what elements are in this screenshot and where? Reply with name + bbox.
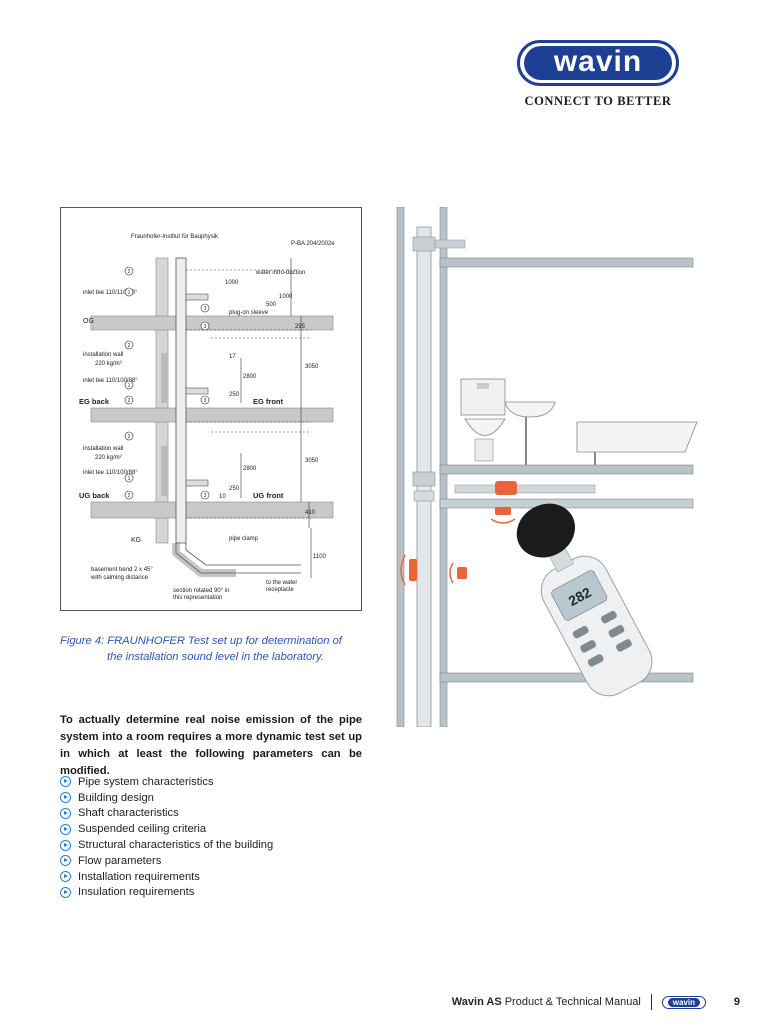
footer-logo: wavin (661, 995, 706, 1009)
caption-line-2: the installation sound level in the labo… (107, 651, 324, 663)
dim-3050b: 3050 (305, 458, 319, 464)
water-intro-label: water intro-duction (255, 270, 305, 276)
dim-2800: 2800 (243, 374, 257, 380)
list-item: Insulation requirements (60, 885, 380, 901)
footer-brand: Wavin AS (451, 996, 502, 1008)
page-footer: Wavin AS Product & Technical Manual wavi… (380, 993, 740, 1011)
caption-line-1: Figure 4: FRAUNHOFER Test set up for det… (60, 635, 342, 647)
plug-on-label: plug-on sleeve (229, 310, 269, 316)
dim-250b: 250 (229, 486, 240, 492)
weight-label-1: 220 kg/m² (95, 361, 122, 367)
parameter-list: Pipe system characteristics Building des… (60, 774, 380, 900)
list-item: Suspended ceiling criteria (60, 821, 380, 837)
dim-3050: 3050 (305, 364, 319, 370)
marker: 3 (204, 324, 207, 330)
ug-back-label: UG back (79, 491, 110, 500)
logo-text: wavin (524, 45, 672, 80)
ug-front-label: UG front (253, 491, 284, 500)
marker: 2 (128, 398, 131, 404)
intro-paragraph: To actually determine real noise emissio… (60, 714, 362, 777)
marker: 1 (128, 290, 131, 296)
arrow-bullet-icon (60, 839, 71, 851)
install-wall-label-2: installation wall (83, 446, 123, 452)
arrow-bullet-icon (60, 823, 71, 835)
arrow-bullet-icon (60, 886, 71, 898)
marker: 2 (128, 269, 131, 275)
og-label: OG (83, 318, 94, 325)
kg-label: KG (131, 537, 141, 544)
marker: 3 (204, 398, 207, 404)
pipe-clamp-label: pipe clamp (229, 536, 259, 542)
dim-1000: 1000 (225, 280, 239, 286)
figure-caption: Figure 4: FRAUNHOFER Test set up for det… (60, 633, 380, 665)
list-item: Installation requirements (60, 869, 380, 885)
footer-divider (650, 994, 652, 1010)
eg-back-label: EG back (79, 397, 110, 406)
list-item: Flow parameters (60, 853, 380, 869)
receptacle-label: receptacle (266, 587, 294, 593)
institute-label: Fraunhofer-Institut für Bauphysik (131, 234, 219, 240)
dim-410: 410 (305, 510, 316, 516)
calming-label: with calming distance (90, 575, 149, 581)
arrow-bullet-icon (60, 792, 71, 804)
inlet-label-2: inlet tee 110/100/88° (83, 378, 138, 384)
inlet-label-1: inlet tee 110/110/88° (83, 290, 138, 296)
sound-test-illustration: 282 (395, 206, 705, 728)
list-item: Building design (60, 790, 380, 806)
dim-17: 17 (229, 354, 236, 360)
to-water-label: to the water (266, 580, 297, 586)
dim-1100: 1100 (313, 554, 327, 560)
marker: 3 (204, 493, 207, 499)
install-wall-label-1: installation wall (83, 352, 123, 358)
dim-295: 295 (295, 324, 306, 330)
footer-title: Product & Technical Manual (504, 996, 641, 1008)
dim-10: 10 (219, 494, 226, 500)
fraunhofer-diagram: Fraunhofer-Institut für Bauphysik P-BA 2… (60, 207, 362, 611)
list-item: Pipe system characteristics (60, 774, 380, 790)
list-item: Shaft characteristics (60, 806, 380, 822)
arrow-bullet-icon (60, 871, 71, 883)
arrow-bullet-icon (60, 855, 71, 867)
eg-front-label: EG front (253, 397, 283, 406)
marker: 1 (128, 476, 131, 482)
marker: 2 (128, 434, 131, 440)
logo-pill: wavin (517, 40, 679, 86)
reference-label: P-BA 204/2002e (291, 241, 335, 247)
arrow-bullet-icon (60, 776, 71, 788)
marker: 1 (128, 383, 131, 389)
wavin-logo: wavin CONNECT TO BETTER (517, 40, 679, 109)
arrow-bullet-icon (60, 807, 71, 819)
marker: 2 (128, 343, 131, 349)
sound-meter: 282 (516, 503, 653, 697)
dim-500: 500 (266, 302, 277, 308)
weight-label-2: 220 kg/m² (95, 455, 122, 461)
marker: 2 (128, 493, 131, 499)
dim-1000b: 1000 (279, 294, 293, 300)
marker: 3 (204, 306, 207, 312)
section-label: section rotated 90° in (173, 588, 229, 594)
tagline: CONNECT TO BETTER (524, 94, 672, 108)
inlet-label-3: inlet tee 110/100/88° (83, 470, 138, 476)
list-item: Structural characteristics of the buildi… (60, 837, 380, 853)
page-number: 9 (733, 996, 740, 1008)
dim-2800b: 2800 (243, 466, 257, 472)
basement-label: basement bend 2 x 45° (91, 567, 153, 573)
section-label-2: this representation (173, 595, 222, 601)
dim-250: 250 (229, 392, 240, 398)
